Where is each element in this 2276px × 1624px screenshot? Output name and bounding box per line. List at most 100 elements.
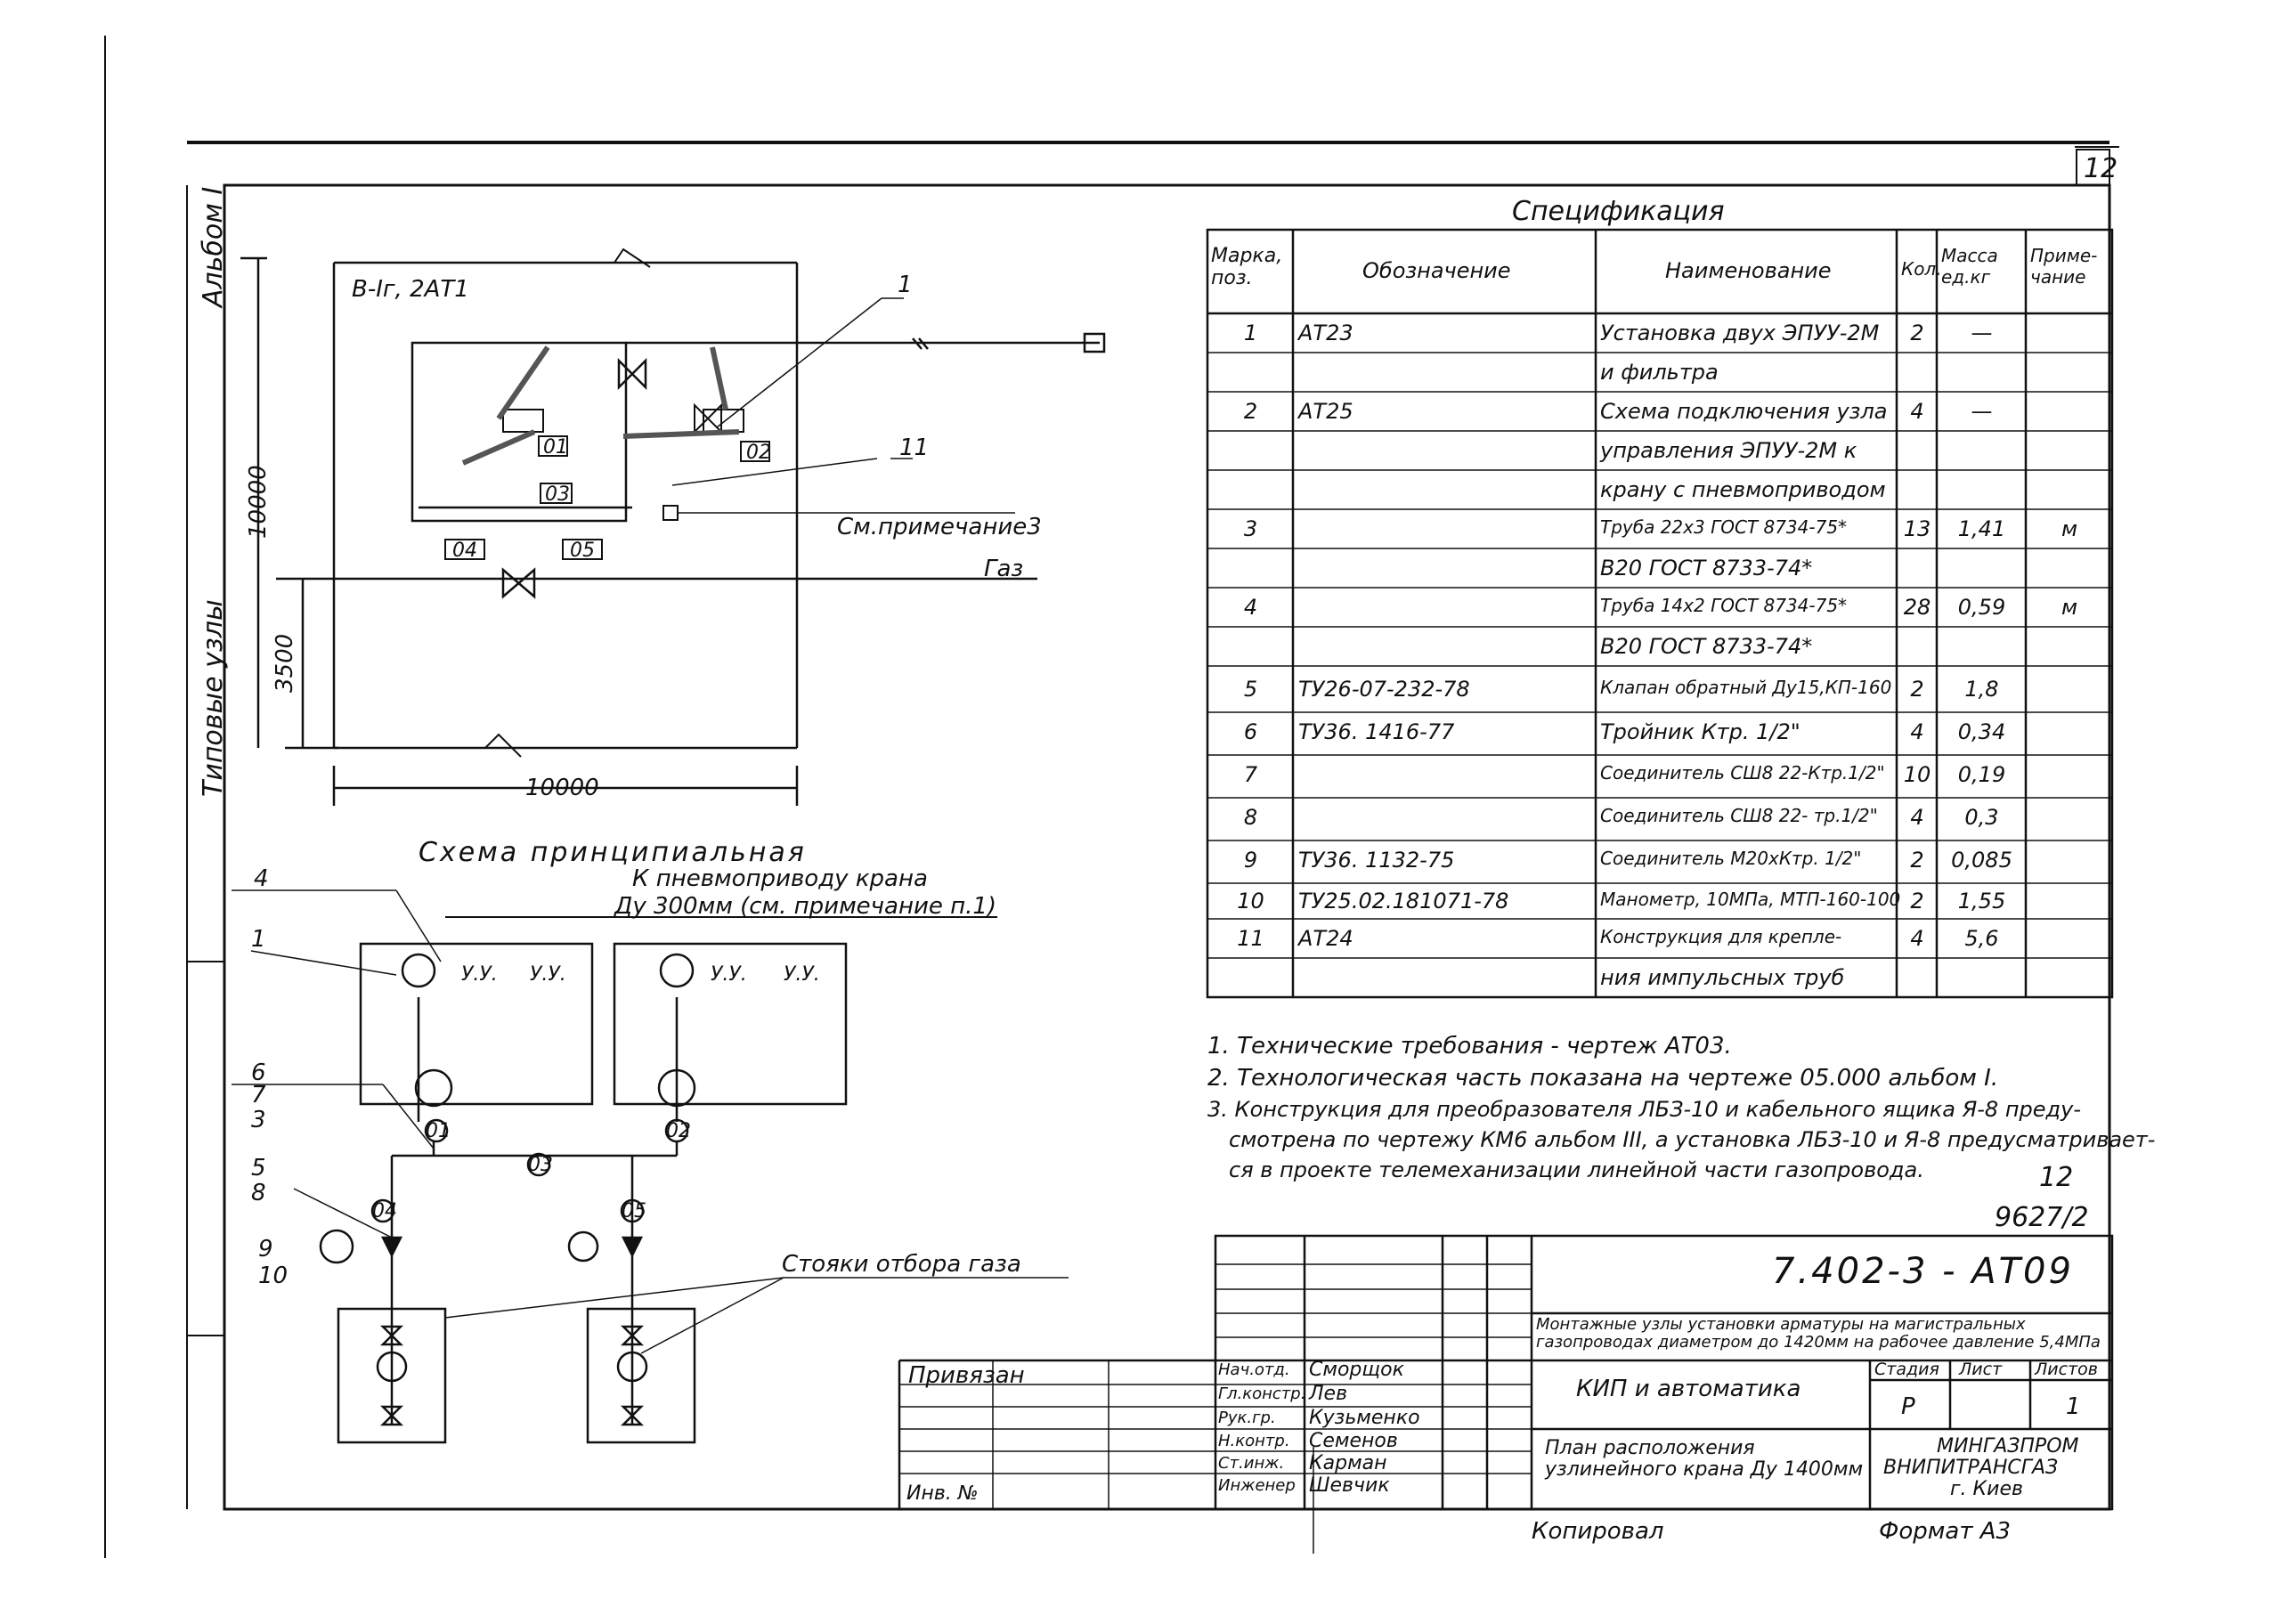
title-inv: Инв. №: [906, 1482, 979, 1505]
plan-callout-11: 11: [899, 434, 930, 461]
schematic-to-drive-1: К пневмоприводу крана: [632, 865, 928, 892]
name-6: Шевчик: [1309, 1474, 1390, 1497]
role-1: Нач.отд.: [1218, 1360, 1290, 1379]
spec-cell-code: ТУ36. 1132-75: [1298, 848, 1455, 873]
spec-cell-pos: 1: [1243, 321, 1258, 345]
spec-cell-code: ТУ36. 1416-77: [1298, 719, 1455, 744]
spec-cell-mass: —: [1971, 399, 1993, 424]
spec-cell-mass: 5,6: [1964, 926, 1999, 951]
page-mark: 12: [2039, 1162, 2074, 1193]
note-2: 2. Технологическая часть показана на чер…: [1207, 1065, 1999, 1092]
unit-label-4: У.У.: [784, 963, 820, 986]
plan-box-05: 05: [570, 540, 595, 562]
spec-cell-name: Конструкция для крепле-: [1600, 926, 1842, 947]
spec-cell-code: АТ24: [1298, 926, 1353, 951]
title-bound: Привязан: [908, 1362, 1025, 1389]
spec-cell-qty: 10: [1903, 762, 1931, 787]
plan-location-label: В-Iг, 2АТ1: [352, 276, 469, 303]
spec-cell-mass: 1,8: [1964, 677, 1999, 702]
spec-cell-code: АТ23: [1298, 321, 1353, 345]
plan-view: [240, 248, 1106, 806]
callout-10: 10: [258, 1263, 289, 1289]
role-3: Рук.гр.: [1218, 1409, 1276, 1427]
plan-box-04: 04: [452, 540, 477, 562]
role-5: Ст.инж.: [1218, 1454, 1285, 1473]
plan-box-02: 02: [746, 442, 771, 464]
spec-cell-name: Соединитель М20хКтр. 1/2": [1600, 848, 1862, 869]
spec-cell-qty: 4: [1910, 399, 1924, 424]
spec-cell-name: Труба 22х3 ГОСТ 8734-75*: [1600, 516, 1848, 538]
spec-cell-pos: 4: [1243, 595, 1258, 620]
spec-cell-pos: 11: [1237, 926, 1264, 951]
spec-header-note: Приме-чание: [2030, 245, 2098, 288]
risers-label: Стояки отбора газа: [782, 1251, 1021, 1278]
plan-dim-vertical-total: 10000: [245, 465, 272, 539]
spec-cell-note: м: [2061, 595, 2078, 620]
title-sheets-total: 1: [2066, 1393, 2081, 1420]
circle-03: 03: [528, 1154, 553, 1176]
spec-cell-qty: 4: [1910, 805, 1924, 830]
copied-label: Копировал: [1532, 1518, 1664, 1545]
spec-cell-code: ТУ26-07-232-78: [1298, 677, 1470, 702]
callout-6: 6: [251, 1060, 266, 1086]
note-3a: 3. Конструкция для преобразователя ЛБЗ-1…: [1207, 1097, 2081, 1122]
spec-cell-name: Манометр, 10МПа, МТП-160-100: [1600, 889, 1901, 910]
spec-cell-name: и фильтра: [1600, 360, 1719, 385]
name-2: Лев: [1309, 1383, 1348, 1405]
schematic-to-drive-2: Ду 300мм (см. примечание п.1): [614, 893, 997, 920]
title-description: Монтажные узлы установки арматуры на маг…: [1536, 1315, 2101, 1352]
circle-04: 04: [372, 1200, 397, 1222]
spec-cell-name: В20 ГОСТ 8733-74*: [1600, 556, 1813, 581]
name-1: Сморщок: [1309, 1359, 1404, 1381]
spec-cell-name: Установка двух ЭПУУ-2М: [1600, 321, 1880, 345]
spec-cell-mass: 1,55: [1957, 889, 2006, 914]
spec-cell-pos: 5: [1243, 677, 1258, 702]
unit-label-1: У.У.: [461, 963, 498, 986]
sheet-number: 12: [2084, 153, 2118, 184]
role-4: Н.контр.: [1218, 1432, 1290, 1450]
spec-cell-mass: 0,59: [1957, 595, 2006, 620]
unit-label-3: У.У.: [711, 963, 747, 986]
plan-callout-1: 1: [898, 272, 913, 298]
spec-cell-mass: 0,34: [1957, 719, 2006, 744]
spec-header-code: Обозначение: [1362, 258, 1511, 283]
circle-02: 02: [666, 1120, 691, 1142]
title-block-grid: [898, 1234, 2114, 1511]
callout-5: 5: [251, 1155, 266, 1181]
spec-cell-pos: 2: [1243, 399, 1258, 424]
spec-cell-mass: 1,41: [1957, 516, 2006, 541]
plan-dim-vertical-part: 3500: [272, 633, 298, 693]
title-org-2: ВНИПИТРАНСГАЗ: [1883, 1457, 2059, 1479]
plan-see-note: См.примечание3: [837, 514, 1042, 540]
spec-cell-pos: 8: [1243, 805, 1258, 830]
spec-cell-qty: 13: [1903, 516, 1931, 541]
spec-cell-mass: 0,19: [1957, 762, 2006, 787]
plan-box-03: 03: [545, 483, 570, 506]
spec-cell-pos: 7: [1243, 762, 1258, 787]
title-sheets-header: Листов: [2035, 1360, 2098, 1379]
unit-label-2: У.У.: [530, 963, 566, 986]
note-3b: смотрена по чертежу КМ6 альбом III, а ус…: [1229, 1127, 2156, 1152]
spec-cell-qty: 4: [1910, 719, 1924, 744]
doc-number: 9627/2: [1995, 1202, 2089, 1233]
note-1: 1. Технические требования - чертеж АТ03.: [1207, 1033, 1732, 1060]
role-2: Гл.констр.: [1218, 1384, 1306, 1403]
spec-cell-name: ния импульсных труб: [1600, 965, 1845, 990]
spec-cell-name: Соединитель СШ8 22-Ктр.1/2": [1600, 762, 1885, 784]
spec-cell-qty: 28: [1903, 595, 1931, 620]
spec-cell-mass: 0,3: [1964, 805, 1999, 830]
spec-cell-qty: 2: [1910, 321, 1924, 345]
spec-cell-name: В20 ГОСТ 8733-74*: [1600, 634, 1813, 659]
circle-05: 05: [622, 1200, 646, 1222]
role-6: Инженер: [1218, 1476, 1296, 1495]
callout-3: 3: [251, 1107, 266, 1133]
spec-cell-qty: 4: [1910, 926, 1924, 951]
drawing-frame: [223, 183, 2111, 1511]
schematic-title: Схема принципиальная: [419, 837, 807, 868]
callout-4: 4: [254, 865, 269, 892]
spec-cell-pos: 10: [1237, 889, 1264, 914]
title-code: 7.402-3 - АТ09: [1772, 1251, 2074, 1292]
title-stage: Р: [1901, 1393, 1915, 1420]
spec-cell-qty: 2: [1910, 848, 1924, 873]
